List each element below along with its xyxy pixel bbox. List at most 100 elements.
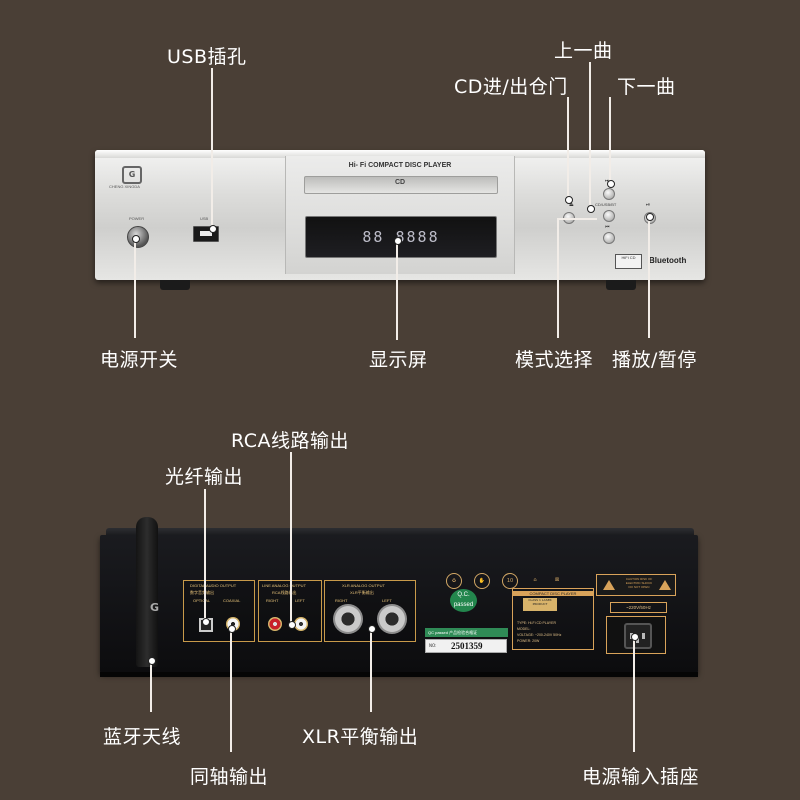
- rear-bottom-edge: [100, 672, 698, 677]
- laser-label: CLASS 1 LASER PRODUCT: [523, 598, 557, 611]
- xlr-callout-line: [370, 628, 372, 712]
- serial-sticker: NO: 2501359: [425, 639, 507, 653]
- display-callout-dot: [394, 237, 402, 245]
- power-in-callout-line: [633, 636, 635, 752]
- eject-callout-dot: [565, 196, 573, 204]
- display-callout-line: [396, 240, 398, 340]
- coaxial-callout-line: [230, 628, 232, 752]
- rca-left-jack[interactable]: [294, 617, 308, 631]
- weee-bin-icon: ⊠: [554, 577, 560, 583]
- hand-icon: ✋: [474, 573, 490, 589]
- next-track-button[interactable]: [603, 188, 615, 200]
- qc-passed-badge: Q.C. passed: [450, 589, 477, 612]
- front-top-edge: [95, 150, 705, 158]
- prev-track-button[interactable]: [603, 232, 615, 244]
- left-foot: [160, 280, 190, 290]
- cd-player-rear-panel: [100, 535, 698, 673]
- xlr-right-jack[interactable]: [333, 604, 363, 634]
- next-callout-line: [609, 97, 611, 183]
- optical-callout: 光纤输出: [165, 466, 244, 488]
- spec-voltage: VOLTAGE: ~200-240V 50Hz: [517, 633, 562, 637]
- spec-power: POWER: 20W: [517, 639, 540, 643]
- mode-button[interactable]: [603, 210, 615, 222]
- cd-player-front-panel: G CHENG XINGDA POWER USB Hi- Fi COMPACT …: [95, 150, 705, 280]
- next-track-callout: 下一曲: [617, 76, 676, 98]
- 10-years-icon: 10: [502, 573, 518, 589]
- next-callout-dot: [607, 180, 615, 188]
- warning-triangle-icon: [603, 580, 615, 590]
- left-label: LEFT: [295, 598, 305, 603]
- digital-output-label: DIGITAL AUDIO OUTPUT: [190, 583, 237, 588]
- spec-label: COMPACT DISC PLAYER TYPE: Hi-Fi CD PLAYE…: [512, 588, 594, 650]
- rear-brand-logo-icon: G: [150, 601, 160, 614]
- power-in-callout-dot: [631, 633, 639, 641]
- spec-type: TYPE: Hi-Fi CD PLAYER: [517, 621, 557, 625]
- xlr-output-cn: XLR平衡输出: [350, 590, 374, 595]
- recycle-icon: ♻: [446, 573, 462, 589]
- bluetooth-badge: Bluetooth: [649, 256, 687, 265]
- power-label: POWER: [129, 216, 145, 221]
- eject-icon: ⏏: [569, 202, 574, 208]
- play-pause-icon: ⏯: [646, 202, 651, 208]
- play-callout-dot: [646, 213, 654, 221]
- front-center-section: Hi- Fi COMPACT DISC PLAYER CD 88 8888: [285, 156, 515, 274]
- rca-callout: RCA线路输出: [231, 430, 350, 452]
- qc-strip: QC passed 产品检验合格证: [425, 628, 508, 637]
- usb-label: USB: [200, 216, 209, 221]
- eject-callout: CD进/出仓门: [454, 76, 568, 98]
- serial-number: 2501359: [451, 641, 483, 651]
- prev-icon: ⏮: [605, 224, 610, 230]
- play-callout-line: [648, 216, 650, 338]
- right-foot: [606, 280, 636, 290]
- line-output-label: LINE ANALOG OUTPUT: [262, 583, 307, 588]
- coaxial-callout: 同轴输出: [190, 766, 269, 788]
- caution-label: CAUTION RISK OF ELECTRIC SHOCK DO NOT OP…: [596, 574, 676, 596]
- antenna-callout-line: [150, 660, 152, 712]
- hifi-cd-badge: HiFi CD: [615, 254, 642, 269]
- eject-callout-line: [567, 97, 569, 199]
- play-pause-callout: 播放/暂停: [612, 349, 697, 371]
- usb-callout-dot: [209, 225, 217, 233]
- voltage-label: ~220V/50Hz: [610, 602, 667, 613]
- mode-label: CD/USB/BT: [595, 202, 617, 207]
- optical-label: OPTICAL: [193, 598, 211, 603]
- spec-title: COMPACT DISC PLAYER: [513, 591, 593, 596]
- power-callout-dot: [132, 235, 140, 243]
- xlr-left-label: LEFT: [382, 598, 392, 603]
- mode-callout-line: [557, 218, 559, 338]
- usb-callout: USB插孔: [167, 46, 247, 68]
- lightning-triangle-icon: [659, 580, 671, 590]
- xlr-callout: XLR平衡输出: [302, 726, 419, 748]
- digital-output-section: [183, 580, 255, 642]
- panel-title: Hi- Fi COMPACT DISC PLAYER: [348, 162, 452, 169]
- mode-callout-line-h: [557, 218, 597, 220]
- xlr-callout-dot: [368, 625, 376, 633]
- power-callout: 电源开关: [100, 349, 179, 371]
- rca-callout-dot: [288, 621, 296, 629]
- usb-callout-line: [211, 68, 213, 228]
- brand-logo-icon: G: [122, 166, 142, 184]
- display-callout: 显示屏: [369, 349, 428, 371]
- prev-track-callout: 上一曲: [554, 40, 613, 62]
- antenna-callout: 蓝牙天线: [103, 726, 182, 748]
- xlr-output-label: XLR ANALOG OUTPUT: [342, 583, 385, 588]
- disc-tray[interactable]: CD: [304, 176, 498, 194]
- power-in-callout: 电源输入插座: [582, 766, 700, 788]
- home-icon: ⌂: [533, 577, 537, 583]
- optical-callout-dot: [202, 618, 210, 626]
- caution-text: CAUTION RISK OF ELECTRIC SHOCK DO NOT OP…: [625, 577, 653, 589]
- rca-callout-line: [290, 452, 292, 624]
- serial-label: NO:: [429, 643, 437, 648]
- spec-model: MODEL:: [517, 627, 531, 631]
- optical-callout-line: [204, 489, 206, 621]
- coaxial-callout-dot: [228, 625, 236, 633]
- rca-output-cn: RCA线路输出: [272, 590, 297, 595]
- rca-right-jack[interactable]: [268, 617, 282, 631]
- xlr-left-jack[interactable]: [377, 604, 407, 634]
- coaxial-label: COAXIAL: [223, 598, 241, 603]
- cd-logo-icon: CD: [394, 179, 406, 186]
- brand-name: CHENG XINGDA: [109, 184, 140, 189]
- bluetooth-antenna[interactable]: [136, 517, 158, 667]
- power-callout-line: [134, 238, 136, 338]
